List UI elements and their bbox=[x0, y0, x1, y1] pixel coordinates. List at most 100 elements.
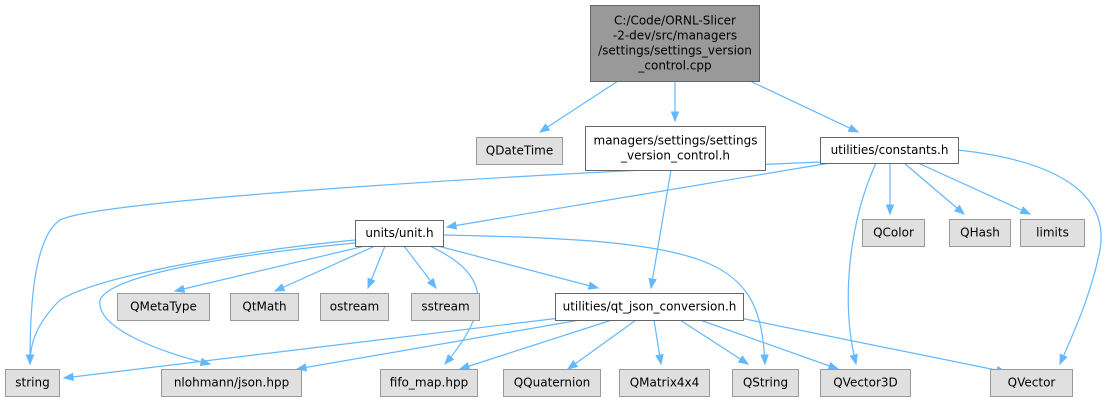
node-nlohmann_json[interactable]: nlohmann/json.hpp bbox=[161, 369, 302, 397]
edge-unit_h-to-fifo_map bbox=[429, 245, 479, 365]
node-box-QMatrix4x4 bbox=[619, 369, 710, 397]
arrowhead-qt_json_conversion_h-to-fifo_map bbox=[458, 362, 471, 371]
edge-unit_h-to-nlohmann_json bbox=[99, 242, 356, 365]
arrowhead-unit_h-to-string bbox=[25, 354, 35, 366]
edge-constants_h-to-QHash bbox=[903, 162, 965, 215]
node-box-nlohmann_json bbox=[161, 369, 302, 397]
arrowhead-settings_version_control_cpp-to-constants_h bbox=[847, 124, 860, 133]
node-QMatrix4x4[interactable]: QMatrix4x4 bbox=[619, 369, 710, 397]
node-label-QString: QString bbox=[743, 376, 788, 390]
edge-constants_h-to-limits bbox=[917, 162, 1031, 215]
arrowhead-unit_h-to-nlohmann_json bbox=[199, 357, 212, 367]
arrowhead-unit_h-to-QString bbox=[760, 354, 769, 366]
edge-unit_h-to-QString bbox=[442, 234, 766, 365]
node-label-qt_json_conversion_h: utilities/qt_json_conversion.h bbox=[563, 300, 737, 314]
node-qt_json_conversion_h[interactable]: utilities/qt_json_conversion.h bbox=[555, 293, 744, 321]
arrowhead-unit_h-to-qt_json_conversion_h bbox=[587, 281, 600, 290]
arrowhead-constants_h-to-limits bbox=[1019, 206, 1032, 215]
node-label-QHash: QHash bbox=[960, 226, 1000, 240]
edge-qt_json_conversion_h-to-string bbox=[63, 317, 561, 379]
node-label-QMetaType: QMetaType bbox=[130, 300, 197, 314]
node-QDateTime[interactable]: QDateTime bbox=[476, 137, 563, 165]
node-QVector3D[interactable]: QVector3D bbox=[820, 369, 911, 397]
node-fifo_map[interactable]: fifo_map.hpp bbox=[380, 369, 478, 397]
edge-unit_h-to-QtMath bbox=[274, 245, 376, 292]
node-label-settings_version_control_cpp: _control.cpp bbox=[637, 59, 711, 73]
node-QString[interactable]: QString bbox=[732, 369, 799, 397]
node-box-QVector bbox=[990, 369, 1073, 397]
edge-constants_h-to-QVector bbox=[957, 149, 1102, 365]
node-string[interactable]: string bbox=[5, 369, 60, 397]
node-label-sstream: sstream bbox=[421, 300, 469, 314]
nodes-layer: C:/Code/ORNL-Slicer-2-dev/src/managers/s… bbox=[5, 5, 1085, 397]
edge-unit_h-to-string bbox=[29, 239, 356, 365]
node-label-settings_version_control_cpp: /settings/settings_version bbox=[598, 44, 752, 58]
node-settings_version_control_h[interactable]: managers/settings/settings_version_contr… bbox=[585, 126, 766, 171]
node-QVector[interactable]: QVector bbox=[990, 369, 1073, 397]
arrowhead-unit_h-to-fifo_map bbox=[444, 354, 455, 366]
node-sstream[interactable]: sstream bbox=[411, 293, 480, 321]
node-unit_h[interactable]: units/unit.h bbox=[355, 220, 444, 247]
node-QQuaternion[interactable]: QQuaternion bbox=[503, 369, 601, 397]
node-label-ostream: ostream bbox=[330, 300, 379, 314]
arrowhead-settings_version_control_cpp-to-QDateTime bbox=[538, 123, 551, 133]
edge-qt_json_conversion_h-to-QVector3D bbox=[699, 319, 839, 370]
edge-qt_json_conversion_h-to-QQuaternion bbox=[567, 319, 637, 370]
node-label-settings_version_control_h: _version_control.h bbox=[620, 149, 730, 163]
node-QMetaType[interactable]: QMetaType bbox=[117, 293, 210, 321]
node-box-QString bbox=[732, 369, 799, 397]
edge-settings_version_control_h-to-qt_json_conversion_h bbox=[650, 169, 672, 289]
arrowhead-constants_h-to-QHash bbox=[954, 204, 966, 215]
node-label-settings_version_control_cpp: -2-dev/src/managers bbox=[613, 29, 737, 43]
node-label-unit_h: units/unit.h bbox=[365, 226, 433, 240]
node-constants_h[interactable]: utilities/constants.h bbox=[820, 137, 959, 164]
edge-constants_h-to-string bbox=[29, 161, 823, 365]
node-label-constants_h: utilities/constants.h bbox=[831, 143, 949, 157]
arrowhead-qt_json_conversion_h-to-QString bbox=[737, 355, 750, 365]
node-box-qt_json_conversion_h bbox=[555, 293, 744, 321]
node-QColor[interactable]: QColor bbox=[862, 219, 925, 247]
node-box-settings_version_control_h bbox=[585, 126, 766, 171]
arrowhead-qt_json_conversion_h-to-QVector3D bbox=[827, 361, 840, 370]
edge-constants_h-to-unit_h bbox=[446, 162, 831, 228]
node-limits[interactable]: limits bbox=[1020, 219, 1085, 247]
node-label-QVector: QVector bbox=[1008, 376, 1056, 390]
arrowhead-constants_h-to-QVector bbox=[1059, 353, 1068, 366]
node-label-QtMath: QtMath bbox=[242, 300, 286, 314]
arrowhead-unit_h-to-QtMath bbox=[273, 283, 286, 292]
edge-qt_json_conversion_h-to-fifo_map bbox=[459, 319, 613, 370]
node-box-QDateTime bbox=[476, 137, 563, 165]
node-box-QQuaternion bbox=[503, 369, 601, 397]
arrowhead-constants_h-to-QColor bbox=[885, 204, 895, 216]
node-QHash[interactable]: QHash bbox=[949, 219, 1011, 247]
arrowhead-unit_h-to-sstream bbox=[426, 277, 437, 290]
edge-qt_json_conversion_h-to-QString bbox=[679, 319, 749, 365]
node-ostream[interactable]: ostream bbox=[320, 293, 389, 321]
edges-layer bbox=[25, 80, 1102, 382]
node-box-QtMath bbox=[230, 293, 299, 321]
node-label-fifo_map: fifo_map.hpp bbox=[390, 376, 468, 390]
node-box-fifo_map bbox=[380, 369, 478, 397]
arrowhead-qt_json_conversion_h-to-string bbox=[62, 372, 74, 382]
node-box-QVector3D bbox=[820, 369, 911, 397]
node-label-QQuaternion: QQuaternion bbox=[514, 376, 591, 390]
node-box-QMetaType bbox=[117, 293, 210, 321]
arrowhead-unit_h-to-ostream bbox=[367, 277, 376, 290]
node-box-QColor bbox=[862, 219, 925, 247]
node-label-limits: limits bbox=[1036, 226, 1069, 240]
node-box-limits bbox=[1020, 219, 1085, 247]
arrowhead-constants_h-to-unit_h bbox=[445, 221, 458, 230]
node-box-unit_h bbox=[355, 220, 444, 247]
node-box-ostream bbox=[320, 293, 389, 321]
edge-settings_version_control_cpp-to-constants_h bbox=[749, 80, 859, 133]
node-QtMath[interactable]: QtMath bbox=[230, 293, 299, 321]
node-settings_version_control_cpp: C:/Code/ORNL-Slicer-2-dev/src/managers/s… bbox=[590, 5, 760, 82]
arrowhead-qt_json_conversion_h-to-QMatrix4x4 bbox=[655, 353, 664, 366]
node-label-settings_version_control_h: managers/settings/settings bbox=[594, 134, 758, 148]
arrowhead-constants_h-to-QVector3D bbox=[849, 353, 858, 366]
arrowhead-settings_version_control_cpp-to-settings_version_control_h bbox=[670, 111, 680, 123]
node-label-string: string bbox=[15, 376, 49, 390]
node-box-QHash bbox=[949, 219, 1011, 247]
node-box-constants_h bbox=[820, 137, 959, 164]
